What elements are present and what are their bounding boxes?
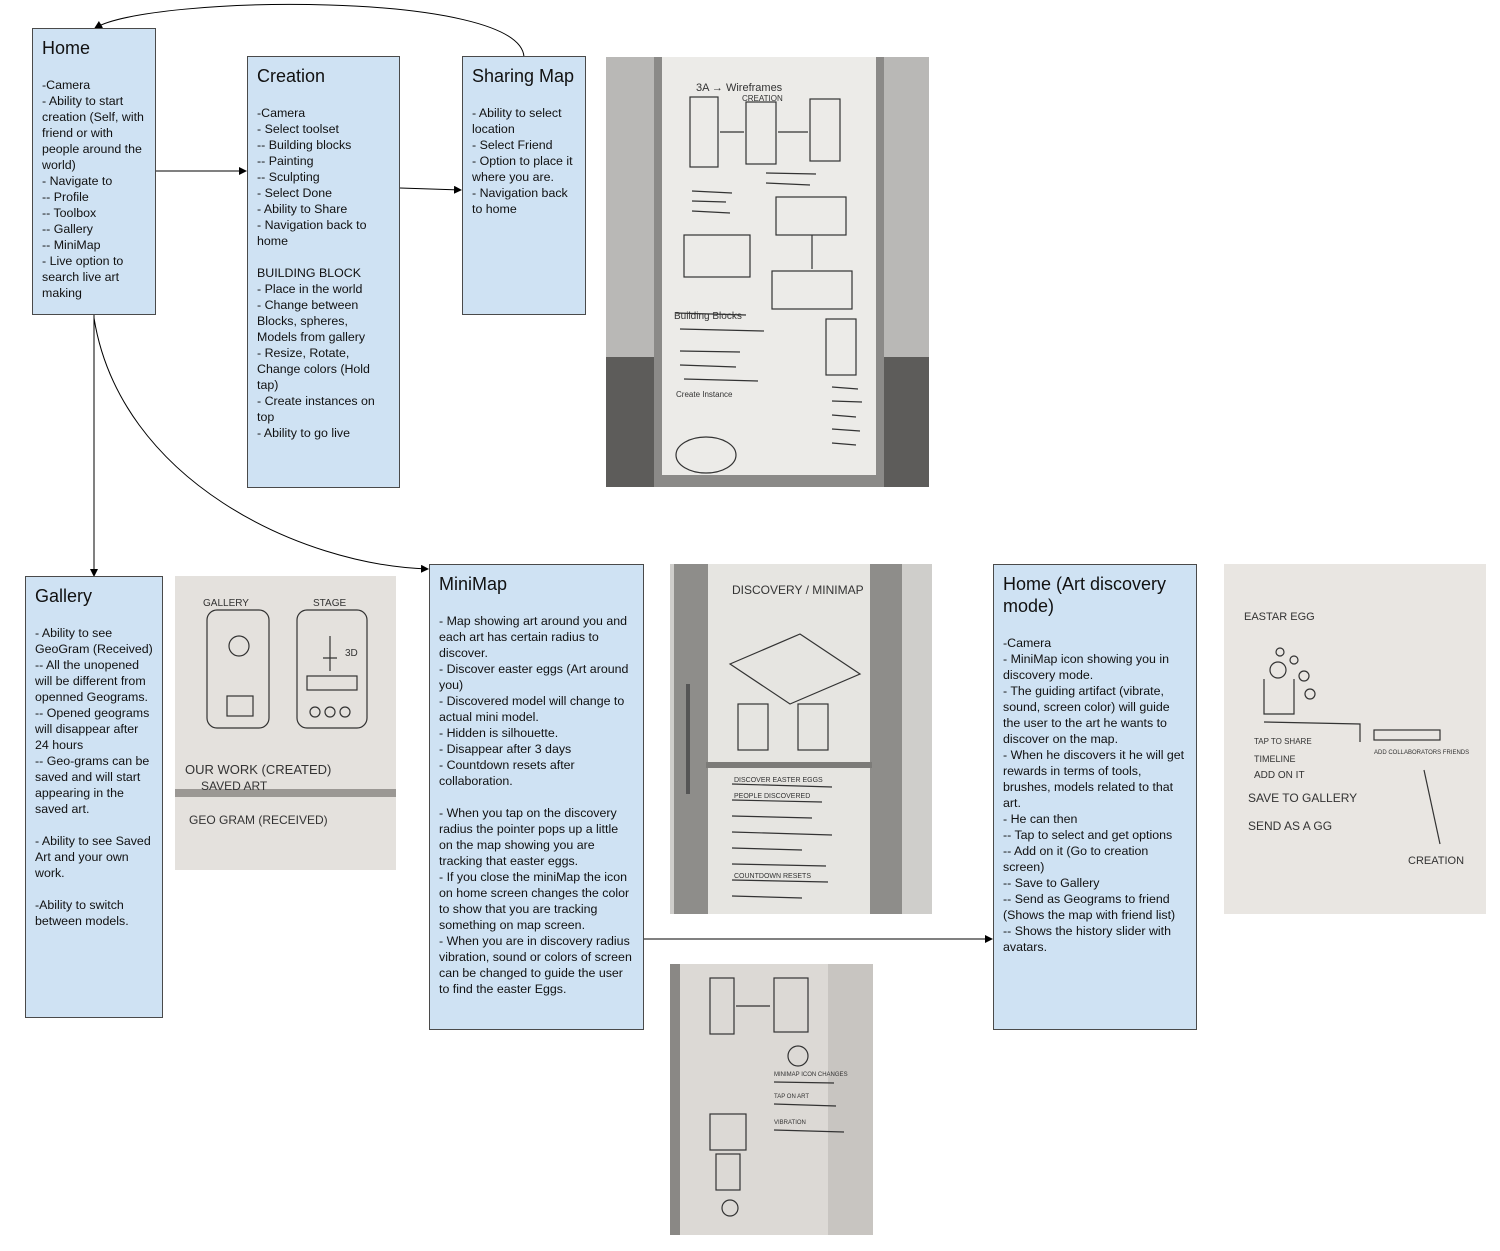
home-discovery-body: -Camera - MiniMap icon showing you in di… xyxy=(1003,636,1185,954)
wireframes-header: 3A → Wireframes xyxy=(696,82,783,94)
gallery-sketch-photo: GALLERY STAGE 3D OUR WORK (CREATED) SAVE… xyxy=(175,576,396,870)
creation-box: Creation -Camera - Select toolset -- Bui… xyxy=(247,56,400,488)
minimap-icon-photo: MINIMAP ICON CHANGES TAP ON ART VIBRATIO… xyxy=(670,964,873,1235)
gallery-sketch-header: GALLERY xyxy=(203,598,249,609)
sharing-map-box: Sharing Map - Ability to select location… xyxy=(462,56,586,315)
arrow-creation-to-sharing xyxy=(399,185,462,194)
easter-egg-l4: SAVE TO GALLERY xyxy=(1248,791,1357,805)
gallery-title: Gallery xyxy=(35,586,93,606)
minimap-title: MiniMap xyxy=(439,574,508,594)
wireframes-sub: CREATION xyxy=(742,94,783,103)
sharing-map-body: - Ability to select location - Select Fr… xyxy=(472,106,573,216)
easter-egg-header: EASTAR EGG xyxy=(1244,611,1315,623)
easter-egg-creation: CREATION xyxy=(1408,855,1464,867)
creation-title: Creation xyxy=(257,66,326,86)
gallery-sketch-line1: OUR WORK (CREATED) xyxy=(185,762,331,777)
gallery-sketch-line3: GEO GRAM (RECEIVED) xyxy=(189,813,328,827)
minimap-body: - Map showing art around you and each ar… xyxy=(439,614,632,996)
easter-egg-l2: TIMELINE xyxy=(1254,754,1296,764)
minimap-icon-n3: VIBRATION xyxy=(774,1120,806,1126)
easter-egg-l5: SEND AS A GG xyxy=(1248,819,1332,833)
wireframes-photo: 3A → Wireframes CREATION Building Blocks… xyxy=(606,57,929,487)
discovery-header: DISCOVERY / MINIMAP xyxy=(732,583,864,597)
home-title: Home xyxy=(42,38,91,58)
discovery-note2: PEOPLE DISCOVERED xyxy=(734,793,810,800)
creation-body: -Camera - Select toolset -- Building blo… xyxy=(257,106,375,440)
discovery-sketch: DISCOVERY / MINIMAP DISCOVER EASTER EGGS… xyxy=(670,564,932,914)
gallery-box: Gallery - Ability to see GeoGram (Receiv… xyxy=(25,576,163,1018)
gallery-sketch: GALLERY STAGE 3D OUR WORK (CREATED) SAVE… xyxy=(175,576,396,870)
minimap-icon-n2: TAP ON ART xyxy=(774,1094,809,1100)
wireframes-foot: Create Instance xyxy=(676,390,733,399)
home-body: -Camera - Ability to start creation (Sel… xyxy=(42,78,144,300)
minimap-box: MiniMap - Map showing art around you and… xyxy=(429,564,644,1030)
discovery-note1: DISCOVER EASTER EGGS xyxy=(734,777,823,784)
sharing-map-title: Sharing Map xyxy=(472,66,575,86)
gallery-sketch-3d: 3D xyxy=(345,648,358,659)
gallery-sketch-header2: STAGE xyxy=(313,598,346,609)
easter-egg-l3: ADD ON IT xyxy=(1254,770,1305,781)
easter-egg-sketch: EASTAR EGG TAP TO SHARE TIMELINE ADD ON … xyxy=(1224,564,1486,914)
arrow-sharing-to-home xyxy=(94,3,525,58)
home-discovery-title: Home (Art discovery mode) xyxy=(1003,574,1167,616)
gallery-sketch-line2: SAVED ART xyxy=(201,779,268,793)
wireframes-sketch: 3A → Wireframes CREATION Building Blocks… xyxy=(606,57,929,487)
minimap-icon-n1: MINIMAP ICON CHANGES xyxy=(774,1072,848,1078)
home-discovery-box: Home (Art discovery mode) -Camera - Mini… xyxy=(993,564,1197,1030)
discovery-photo: DISCOVERY / MINIMAP DISCOVER EASTER EGGS… xyxy=(670,564,932,914)
arrow-home-to-minimap xyxy=(93,317,429,573)
wireframes-mid: Building Blocks xyxy=(674,311,742,322)
easter-egg-l1: TAP TO SHARE xyxy=(1254,737,1312,746)
easter-egg-right: ADD COLLABORATORS FRIENDS xyxy=(1374,750,1469,756)
gallery-body: - Ability to see GeoGram (Received) -- A… xyxy=(35,626,153,928)
home-box: Home -Camera - Ability to start creation… xyxy=(32,28,156,315)
easter-egg-photo: EASTAR EGG TAP TO SHARE TIMELINE ADD ON … xyxy=(1224,564,1486,914)
discovery-note3: COUNTDOWN RESETS xyxy=(734,873,811,880)
minimap-icon-sketch: MINIMAP ICON CHANGES TAP ON ART VIBRATIO… xyxy=(670,964,873,1235)
